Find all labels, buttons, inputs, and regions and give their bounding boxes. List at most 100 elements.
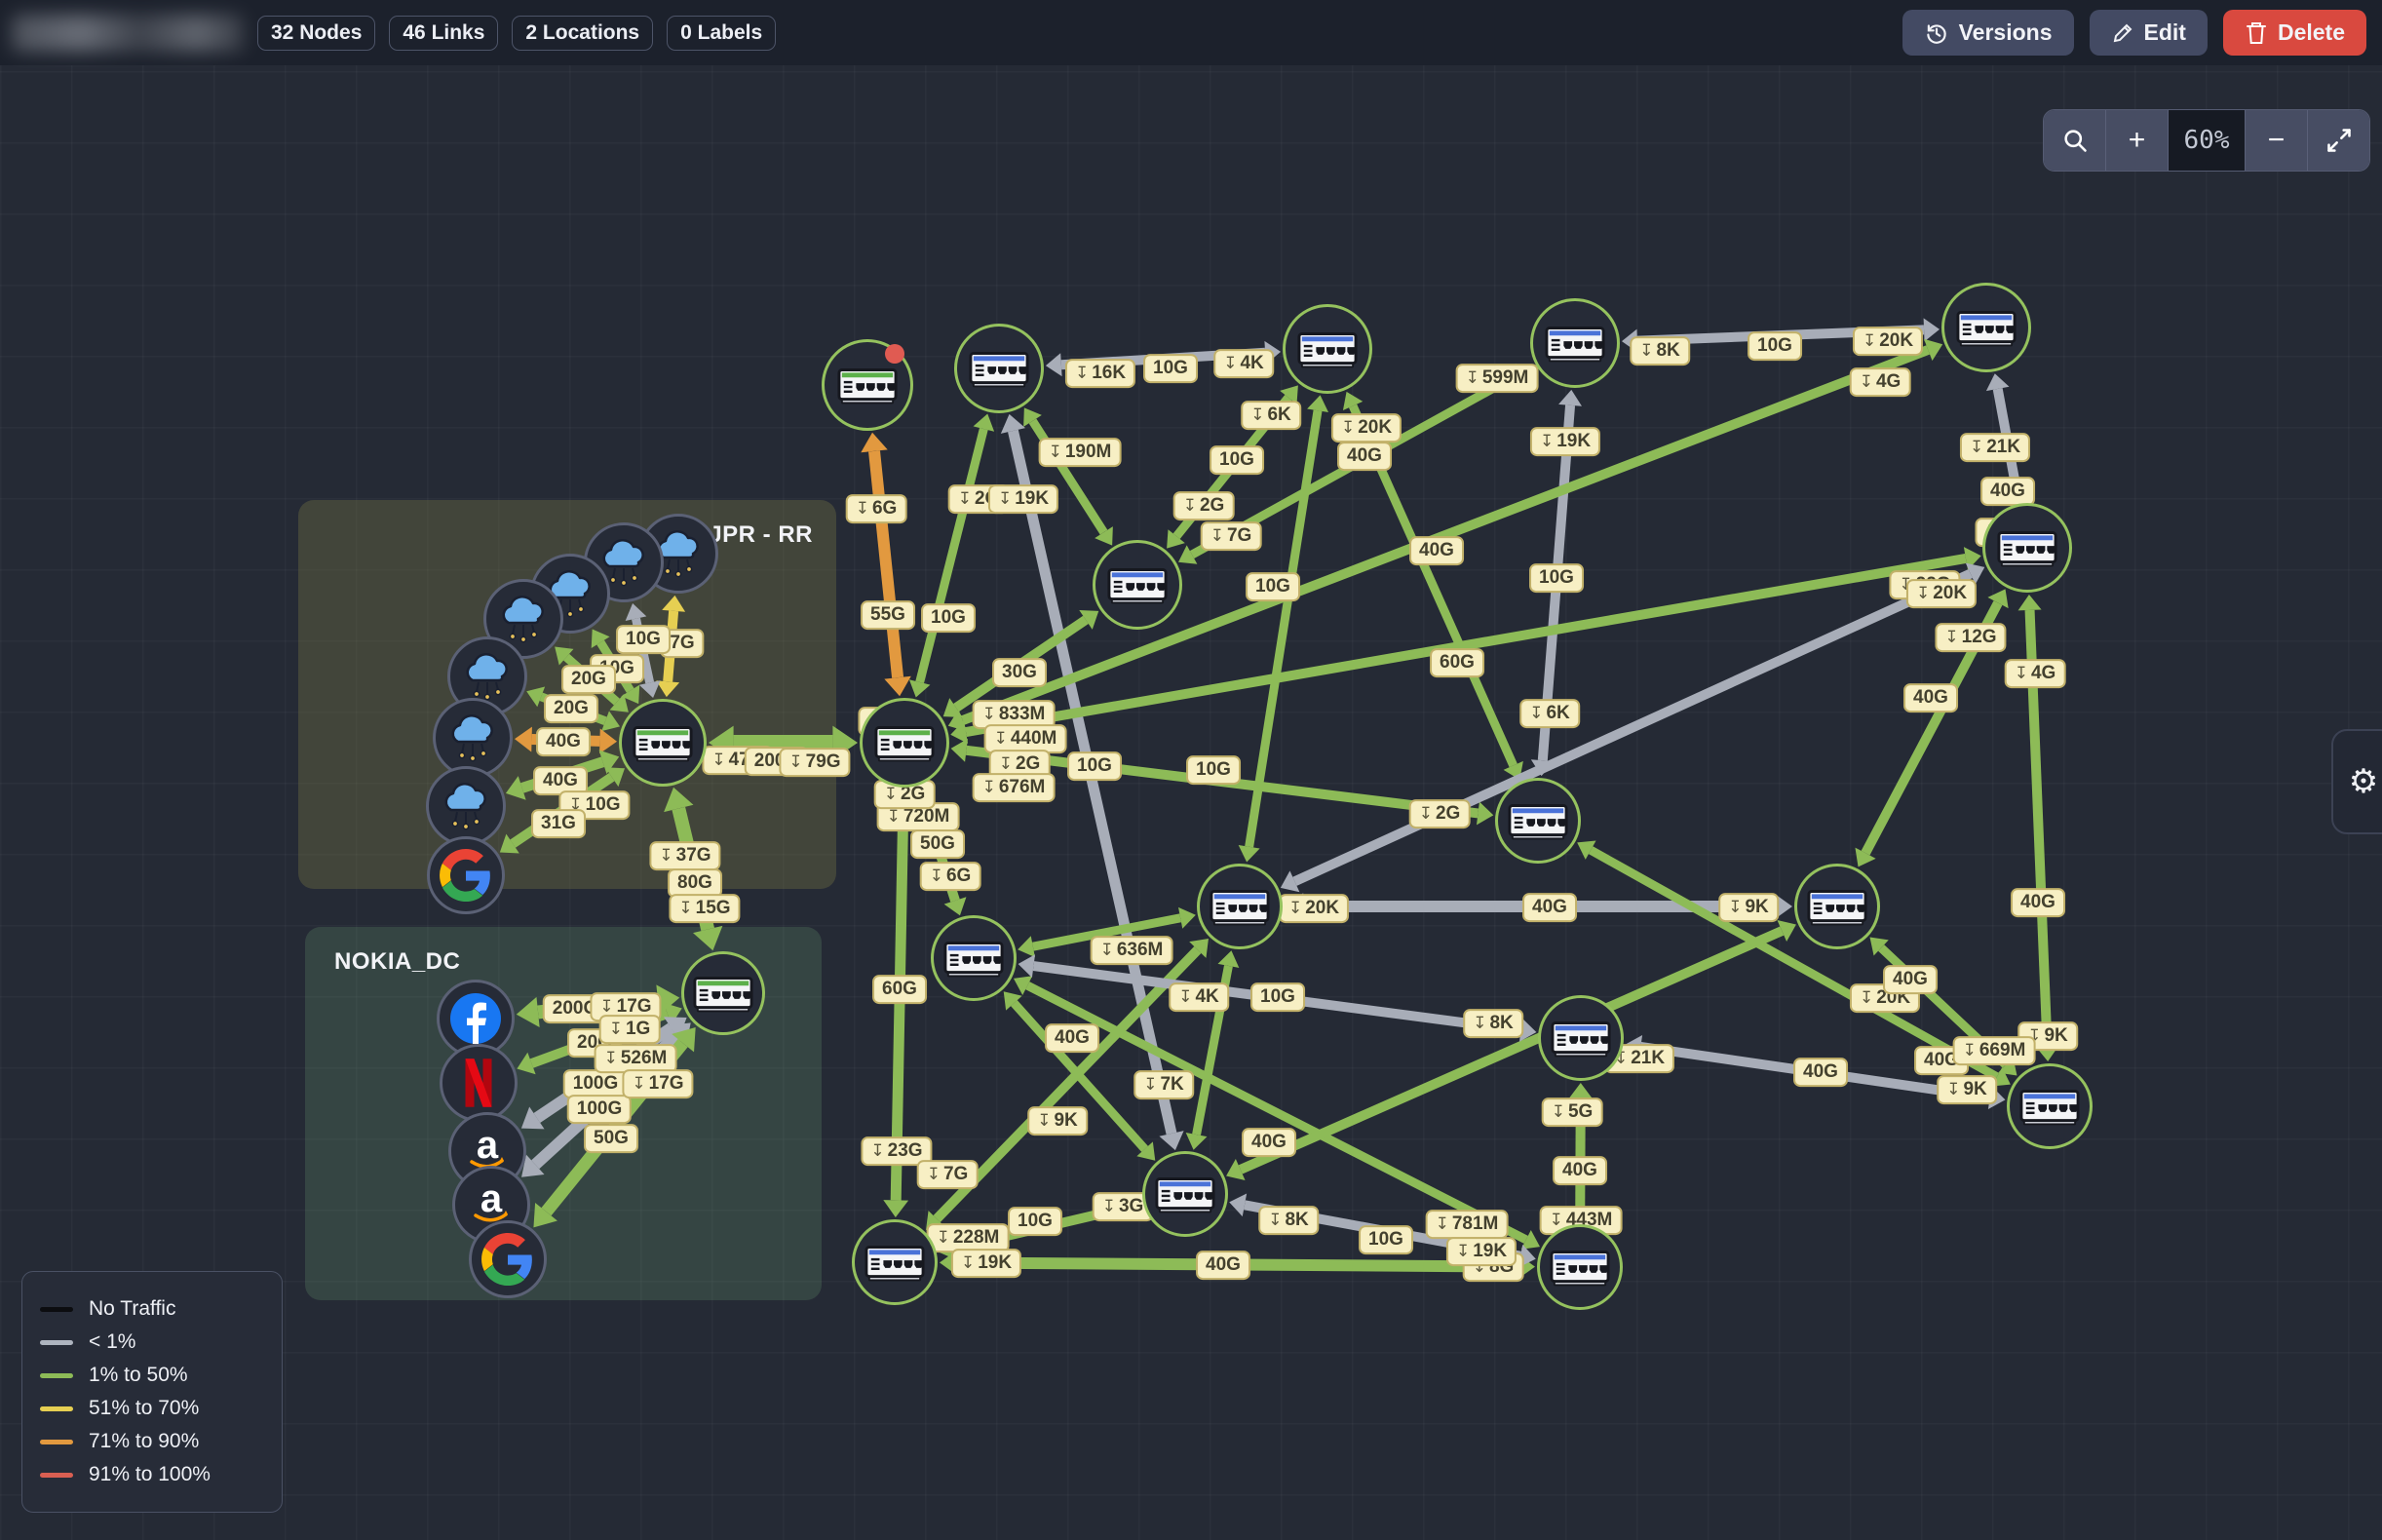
history-icon	[1924, 20, 1949, 46]
link-arrow	[1568, 1082, 1593, 1099]
search-icon[interactable]	[2044, 110, 2106, 171]
node-bot1-router[interactable]	[1142, 1151, 1228, 1237]
link-arrow	[1307, 395, 1329, 412]
link-top2-mid2[interactable]	[1245, 409, 1323, 848]
node-top1-router[interactable]	[954, 324, 1044, 413]
zoom-out-button[interactable]: −	[2246, 110, 2308, 171]
link-arrow	[884, 675, 911, 697]
node-bot2-router[interactable]	[852, 1219, 938, 1305]
link-hub-top1[interactable]	[915, 427, 988, 684]
gear-icon[interactable]: ⚙	[2348, 763, 2379, 800]
link-arrow	[663, 1002, 682, 1025]
link-hub-right1[interactable]	[965, 554, 1967, 737]
legend-row: 51% to 70%	[40, 1397, 264, 1420]
switch-icon	[837, 368, 898, 404]
locations-count-badge: 2 Locations	[512, 15, 654, 51]
node-nf-netflix[interactable]	[440, 1044, 518, 1122]
link-arrow	[1023, 407, 1042, 427]
link-arrow	[693, 925, 723, 951]
group-label: JPR - RR	[709, 521, 813, 548]
node-hub-router[interactable]	[860, 698, 949, 788]
link-arrow	[1178, 906, 1196, 929]
svg-text:a: a	[477, 1125, 499, 1167]
node-left2-router[interactable]	[931, 915, 1017, 1001]
link-arrow	[1185, 1133, 1208, 1150]
node-top4-router[interactable]	[1941, 283, 2031, 372]
link-right2-right3[interactable]	[1588, 846, 2000, 1081]
cloud-icon	[657, 529, 699, 578]
node-go2-google[interactable]	[469, 1220, 547, 1298]
link-arrow	[625, 603, 647, 622]
link-arrow	[2017, 594, 2042, 611]
switch-icon	[2019, 1090, 2080, 1126]
link-bot2-mid2[interactable]	[933, 946, 1202, 1222]
delete-button[interactable]: Delete	[2222, 10, 2366, 56]
switch-icon	[1997, 531, 2057, 567]
fullscreen-icon[interactable]	[2308, 110, 2369, 171]
node-right2-router[interactable]	[1495, 778, 1581, 864]
switch-icon	[1551, 1021, 1611, 1058]
settings-panel[interactable]: ⚙	[2331, 729, 2382, 834]
zoom-toolbar: + 60% −	[2043, 109, 2370, 172]
zoom-in-button[interactable]: +	[2106, 110, 2169, 171]
link-arrow	[516, 996, 540, 1027]
switch-icon	[1508, 804, 1568, 840]
link-arrow	[621, 684, 640, 705]
versions-button[interactable]: Versions	[1902, 10, 2074, 56]
node-mid4-router[interactable]	[1538, 995, 1624, 1081]
link-arrow	[1000, 413, 1026, 434]
top-bar: 32 Nodes 46 Links 2 Locations 0 Labels V…	[0, 0, 2382, 65]
node-nok-router[interactable]	[681, 951, 765, 1035]
switch-icon	[874, 726, 935, 762]
link-bot1-mid3[interactable]	[1238, 926, 1785, 1174]
node-mid1-router[interactable]	[1093, 540, 1182, 630]
switch-icon	[1155, 1177, 1215, 1213]
link-arrow	[1189, 939, 1209, 958]
node-top2-router[interactable]	[1283, 304, 1372, 394]
link-top1-bot1[interactable]	[1008, 429, 1177, 1136]
node-c7-cloud[interactable]	[426, 766, 506, 846]
link-arrow	[1217, 950, 1240, 968]
link-arrow	[1577, 840, 1596, 860]
cloud-icon	[466, 652, 508, 701]
node-alert-router[interactable]	[822, 339, 913, 431]
legend-swatch-lt1	[40, 1339, 73, 1345]
node-right1-router[interactable]	[1982, 503, 2072, 593]
switch-icon	[1550, 1251, 1610, 1287]
link-arrow	[1476, 801, 1494, 826]
link-mid2-right1[interactable]	[1292, 568, 1973, 886]
link-alert-hub[interactable]	[868, 450, 904, 678]
switch-icon	[1545, 327, 1605, 363]
node-mid3-router[interactable]	[1794, 864, 1880, 949]
legend-row: 91% to 100%	[40, 1463, 264, 1486]
links-count-badge: 46 Links	[389, 15, 499, 51]
switch-icon	[1210, 890, 1270, 926]
edit-button[interactable]: Edit	[2089, 10, 2208, 56]
node-top3-router[interactable]	[1530, 298, 1620, 388]
link-arrow	[1520, 1229, 1541, 1250]
node-mid2-router[interactable]	[1197, 864, 1283, 949]
node-jpr-router[interactable]	[619, 699, 707, 787]
switch-icon	[633, 726, 693, 762]
link-arrow	[1965, 562, 1985, 585]
svg-text:a: a	[480, 1178, 503, 1220]
link-arrow	[1238, 845, 1260, 863]
switch-icon	[693, 977, 753, 1013]
link-left2-mid2[interactable]	[1032, 913, 1181, 951]
link-hub-top4[interactable]	[960, 345, 1931, 725]
node-g1-google[interactable]	[427, 836, 505, 914]
pencil-icon	[2111, 21, 2134, 45]
link-arrow	[950, 720, 969, 744]
link-arrow	[1558, 389, 1583, 406]
cloud-icon	[451, 713, 493, 762]
link-arrow	[605, 767, 626, 788]
link-arrow	[555, 646, 574, 666]
labels-count-badge: 0 Labels	[667, 15, 777, 51]
node-right3-router[interactable]	[2007, 1063, 2093, 1149]
link-left2-bot3[interactable]	[1025, 982, 1528, 1244]
node-bot3-router[interactable]	[1537, 1224, 1623, 1310]
link-arrow	[656, 680, 680, 698]
link-arrow	[973, 413, 995, 432]
link-arrow	[1079, 609, 1099, 630]
